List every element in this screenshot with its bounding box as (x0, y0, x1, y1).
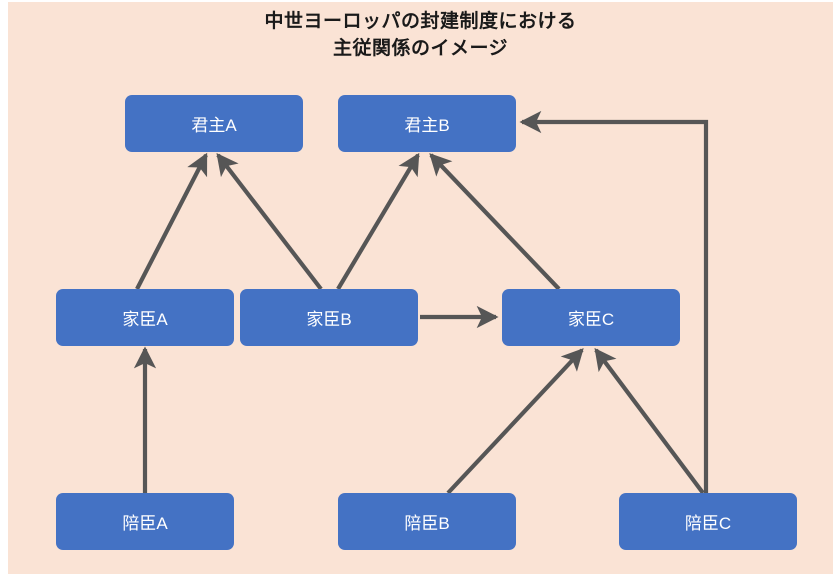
node-subvassal-b[interactable]: 陪臣B (338, 493, 516, 550)
edge-layer (133, 110, 709, 495)
node-vassal-c-label: 家臣C (567, 310, 615, 329)
node-subvassal-a[interactable]: 陪臣A (56, 493, 234, 550)
node-vassal-a[interactable]: 家臣A (56, 289, 234, 346)
node-lord-a-label: 君主A (191, 116, 237, 135)
node-subvassal-c[interactable]: 陪臣C (619, 493, 797, 550)
node-vassal-b-label: 家臣B (306, 310, 352, 329)
edge-vassal-b-to-lord-b (336, 152, 420, 291)
node-subvassal-c-label: 陪臣C (684, 514, 732, 533)
edge-subvassal-b-to-vassal-c (446, 348, 584, 495)
node-lord-b[interactable]: 君主B (338, 95, 516, 152)
edge-vassal-c-to-lord-b (429, 153, 561, 291)
edge-vassal-b-to-lord-a (216, 153, 323, 291)
node-lord-b-label: 君主B (404, 116, 450, 135)
edge-subvassal-c-to-vassal-c (594, 347, 705, 495)
edge-subvassal-c-to-lord-b (519, 110, 709, 493)
diagram-canvas: 中世ヨーロッパの封建制度における 主従関係のイメージ 君主A 君主B 家臣A (8, 2, 833, 574)
node-subvassal-b-label: 陪臣B (404, 514, 450, 533)
node-vassal-a-label: 家臣A (122, 310, 168, 329)
diagram-title: 中世ヨーロッパの封建制度における 主従関係のイメージ (264, 11, 577, 59)
node-lord-a[interactable]: 君主A (125, 95, 303, 152)
node-vassal-b[interactable]: 家臣B (240, 289, 418, 346)
node-vassal-c[interactable]: 家臣C (502, 289, 680, 346)
edge-vassal-a-to-lord-a (135, 152, 208, 290)
node-subvassal-a-label: 陪臣A (122, 514, 168, 533)
